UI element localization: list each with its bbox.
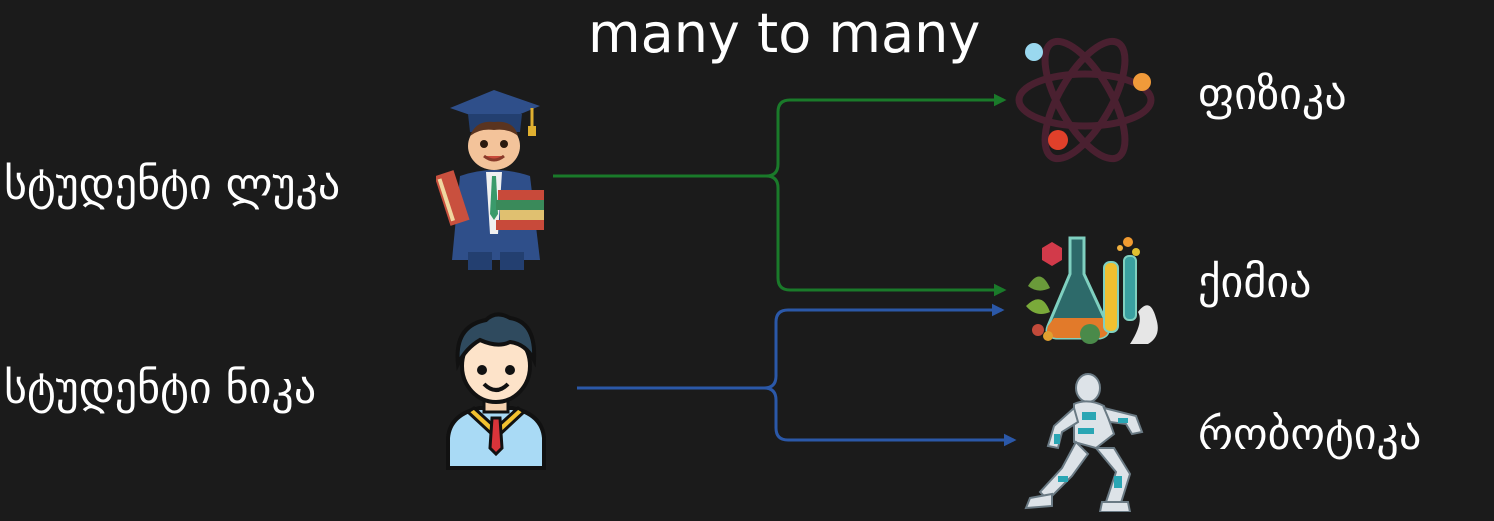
student-nika-label: სტუდენტი ნიკა [4,363,317,414]
diagram-title: many to many [588,2,981,65]
student-avatar-icon [446,312,546,470]
chemistry-flasks-icon [1026,236,1158,344]
luka-to-physics-connector [553,93,1007,178]
luka-to-chemistry-connector [765,174,1007,297]
graduate-student-icon [436,90,544,270]
subject-robotics-label: რობოტიკა [1198,409,1422,460]
nika-to-chemistry-connector [577,303,1005,390]
nika-to-robotics-connector [763,386,1017,447]
robot-icon [1024,373,1144,512]
subject-physics-label: ფიზიკა [1198,69,1347,120]
subject-chemistry-label: ქიმია [1198,257,1312,308]
student-luka-label: სტუდენტი ლუკა [4,159,341,210]
atom-icon [1015,37,1155,163]
